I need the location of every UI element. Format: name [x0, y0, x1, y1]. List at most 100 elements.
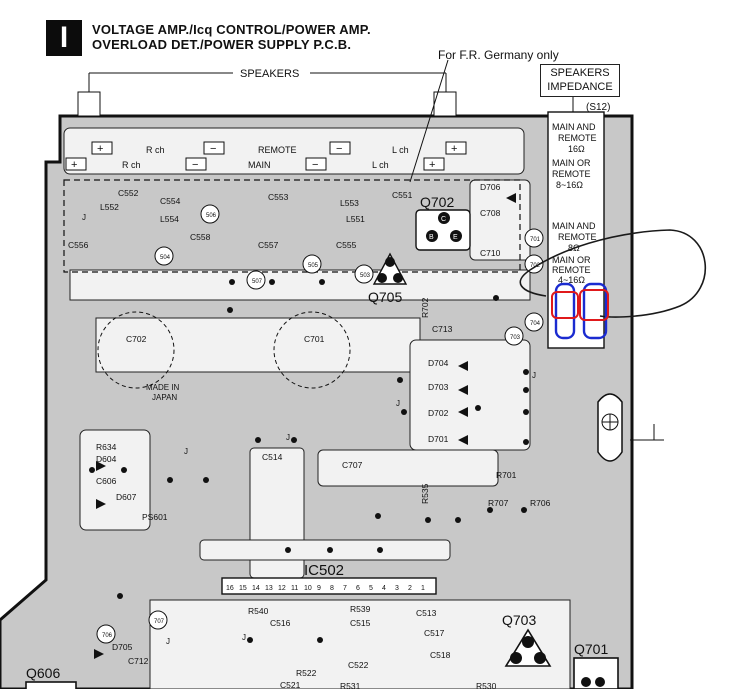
svg-text:R530: R530	[476, 681, 497, 689]
r-ch-1: R ch	[146, 145, 165, 155]
svg-text:D702: D702	[428, 408, 449, 418]
svg-text:D704: D704	[428, 358, 449, 368]
plus-r2: +	[71, 159, 77, 171]
svg-text:L552: L552	[100, 202, 119, 212]
shield-region	[63, 179, 521, 273]
ic502-pin-14: 14	[252, 585, 260, 592]
impedance-switch-panel	[547, 111, 605, 349]
svg-text:C513: C513	[416, 608, 437, 618]
svg-text:MAIN AND: MAIN AND	[552, 122, 596, 132]
svg-text:C556: C556	[68, 240, 89, 250]
remote-label: REMOTE	[258, 145, 297, 155]
svg-text:D607: D607	[116, 492, 137, 502]
test-points	[96, 204, 544, 644]
minus-4: −	[312, 159, 318, 171]
svg-text:REMOTE: REMOTE	[552, 169, 591, 179]
svg-text:L553: L553	[340, 198, 359, 208]
svg-text:16Ω: 16Ω	[568, 144, 585, 154]
svg-text:MAIN OR: MAIN OR	[552, 255, 591, 265]
ic502-pin-7: 7	[343, 585, 347, 592]
title-line-2: OVERLOAD DET./POWER SUPPLY P.C.B.	[92, 37, 352, 52]
title-line-1: VOLTAGE AMP./Icq CONTROL/POWER AMP.	[92, 22, 371, 37]
component-labels: C552 L552 C554 L554 C553 L553 L551 C551 …	[68, 182, 551, 689]
svg-text:C558: C558	[190, 232, 211, 242]
svg-text:704: 704	[530, 321, 541, 327]
svg-text:504: 504	[160, 255, 171, 261]
svg-text:C713: C713	[432, 324, 453, 334]
svg-text:C557: C557	[258, 240, 279, 250]
svg-text:R539: R539	[350, 604, 371, 614]
svg-text:JAPAN: JAPAN	[152, 393, 177, 402]
impedance-options: MAIN AND REMOTE 16Ω MAIN OR REMOTE 8~16Ω…	[552, 122, 597, 285]
l-ch-1: L ch	[392, 145, 409, 155]
r-ch-2: R ch	[122, 160, 141, 170]
label-s12: (S12)	[586, 102, 610, 113]
svg-text:C710: C710	[480, 248, 501, 258]
impedance-box: SPEAKERS IMPEDANCE	[540, 64, 620, 97]
main-label: MAIN	[248, 160, 271, 170]
svg-text:L554: L554	[160, 214, 179, 224]
ic502-pin-2: 2	[408, 585, 412, 592]
solder-pads	[89, 279, 529, 643]
plus-l2: +	[429, 159, 435, 171]
svg-text:J: J	[184, 447, 188, 456]
q705-outline	[372, 252, 408, 285]
ic502-pin-13: 13	[265, 585, 273, 592]
q702-outline	[415, 209, 471, 251]
svg-text:C517: C517	[424, 628, 445, 638]
svg-text:MADE IN: MADE IN	[146, 383, 180, 392]
section-marker: I	[46, 20, 82, 56]
svg-text:REMOTE: REMOTE	[558, 232, 597, 242]
svg-text:D705: D705	[112, 642, 133, 652]
svg-text:J: J	[166, 637, 170, 646]
impedance-box-line-2: IMPEDANCE	[547, 81, 613, 93]
label-q701: Q701	[574, 641, 608, 657]
label-q705: Q705	[368, 289, 402, 305]
svg-text:503: 503	[360, 273, 371, 279]
ic502-pin-15: 15	[239, 585, 247, 592]
svg-text:L551: L551	[346, 214, 365, 224]
svg-text:D604: D604	[96, 454, 117, 464]
svg-text:8~16Ω: 8~16Ω	[556, 180, 583, 190]
svg-text:R540: R540	[248, 606, 269, 616]
label-r702: R702	[420, 297, 430, 318]
svg-text:C515: C515	[350, 618, 371, 628]
svg-text:MAIN AND: MAIN AND	[552, 221, 596, 231]
svg-text:R522: R522	[296, 668, 317, 678]
page-title: VOLTAGE AMP./Icq CONTROL/POWER AMP. OVER…	[92, 22, 371, 52]
svg-text:707: 707	[154, 619, 165, 625]
label-q606: Q606	[26, 665, 60, 681]
svg-text:507: 507	[252, 279, 263, 285]
ic502-pin-10: 10	[304, 585, 312, 592]
svg-text:505: 505	[308, 263, 319, 269]
diodes	[94, 193, 516, 659]
ic502-pin-12: 12	[278, 585, 286, 592]
svg-text:C552: C552	[118, 188, 139, 198]
l-ch-2: L ch	[372, 160, 389, 170]
ic502-pin-5: 5	[369, 585, 373, 592]
q606-outline	[25, 681, 77, 689]
svg-text:706: 706	[102, 633, 113, 639]
ic502-pin-1: 1	[421, 585, 425, 592]
ic502-pin-16: 16	[226, 585, 234, 592]
svg-text:D706: D706	[480, 182, 501, 192]
ic502-pin-4: 4	[382, 585, 386, 592]
svg-text:R706: R706	[530, 498, 551, 508]
ic502-pin-3: 3	[395, 585, 399, 592]
svg-text:4~16Ω: 4~16Ω	[558, 275, 585, 285]
svg-text:D701: D701	[428, 434, 449, 444]
svg-text:J: J	[396, 399, 400, 408]
svg-text:C522: C522	[348, 660, 369, 670]
label-q703: Q703	[502, 612, 536, 628]
svg-text:C701: C701	[304, 334, 325, 344]
svg-text:C702: C702	[126, 334, 147, 344]
c702-outline	[97, 311, 175, 389]
germany-note: For F.R. Germany only	[438, 48, 559, 62]
ic502-pin-9: 9	[317, 585, 321, 592]
speaker-terminals	[77, 72, 457, 117]
svg-text:C514: C514	[262, 452, 283, 462]
label-r535: R535	[420, 483, 430, 504]
svg-text:C606: C606	[96, 476, 117, 486]
